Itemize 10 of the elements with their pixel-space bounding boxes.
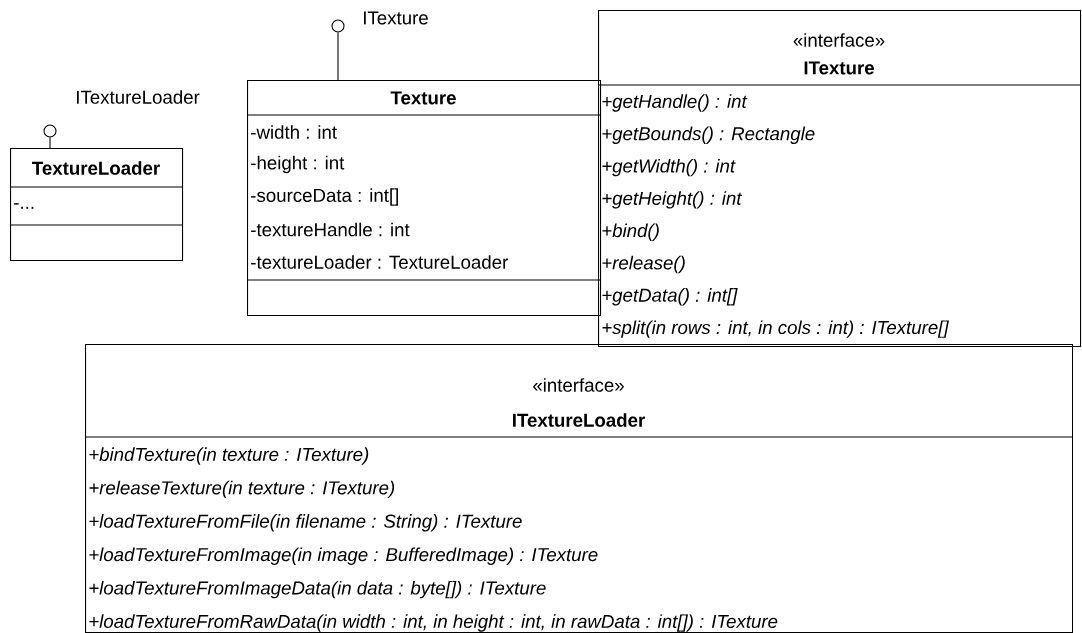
interface-lollipop: [331, 19, 345, 33]
interface-label: ITexture: [364, 11, 428, 25]
class-box: «interface» ITextureLoader +bindTexture(in texture : ITexture) +releaseTexture(in texture : ITexture) +loadTextureFromFile(in filename : String) : ITexture +loadTextureFromImage(in image : BufferedImage) : ITexture +loadTextureFromImageData(in data : byte[]) : ITexture +loadTextureFromRawData(in width : int, in height : int, in rawData : int[]) : ITexture: [84, 344, 1074, 633]
class-box: «interface» ITexture +getHandle() : int +getBounds() : Rectangle +getWidth() : int +getHeight() : int +bind() +release() +getData() : int[] +split(in rows : int, in cols : int) : ITexture[]: [597, 10, 1082, 348]
class-box: Texture -width : int -height : int -sourceData : int[] -textureHandle : int -textureLoader : TextureLoader: [246, 80, 602, 317]
interface-label: ITextureLoader: [77, 90, 200, 104]
connector-line: [49, 137, 51, 149]
class-box: TextureLoader -...: [9, 148, 184, 262]
connector-line: [337, 32, 339, 81]
interface-lollipop: [43, 124, 57, 138]
